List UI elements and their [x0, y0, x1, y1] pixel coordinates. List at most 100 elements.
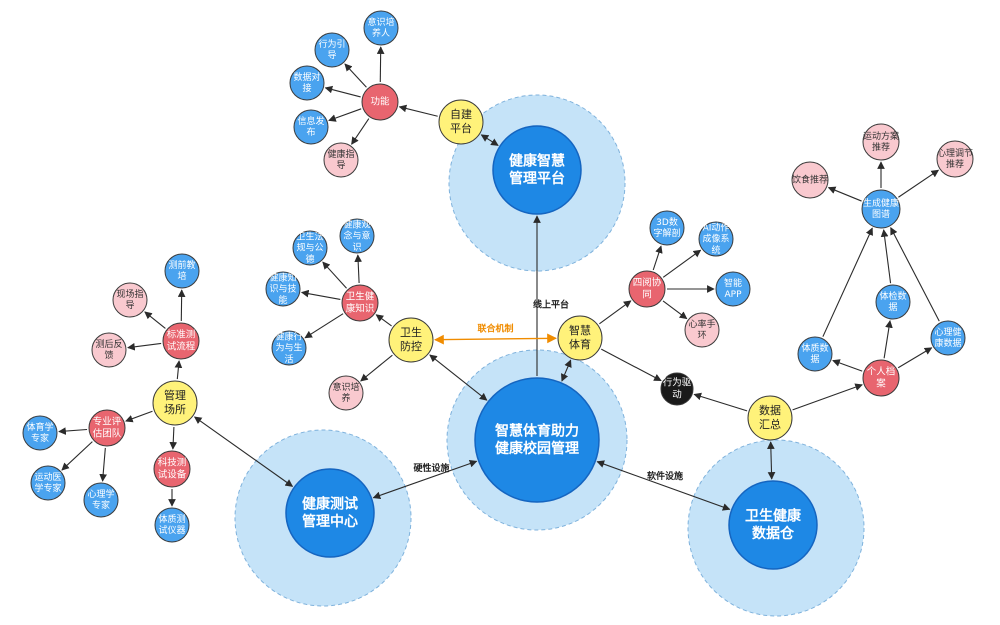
node-label: 运动方案 [863, 130, 899, 142]
node-zhihui: 智慧体育 [557, 315, 603, 361]
node-circle [88, 409, 126, 447]
node-label: 管理平台 [509, 170, 565, 187]
node-circle [153, 450, 191, 488]
node-label: AI动作 [703, 221, 730, 233]
node-label: 试设备 [158, 468, 187, 480]
node-label: 卫生健 [346, 291, 375, 303]
edge-siyue-xinlv [662, 300, 688, 320]
node-circle [152, 380, 198, 426]
node-label: 接 [302, 82, 311, 94]
edge-label: 线上平台 [533, 299, 569, 311]
edge-grda-tjsj [883, 320, 893, 359]
node-label: 德 [305, 253, 314, 265]
edge-guanli-kjcs [169, 426, 178, 450]
edge-shuju-xwqd [693, 392, 748, 412]
node-circle [289, 65, 325, 101]
node-circle [628, 270, 666, 308]
node-label: 体质数 [801, 342, 828, 354]
edge-zypg-tyxzj [58, 427, 88, 435]
node-circle [285, 468, 375, 558]
node-label: 为与生 [275, 342, 302, 354]
edge-siyue-sd [652, 245, 663, 271]
node-label: 健康行 [275, 330, 302, 342]
edge-guanli-bzcs [174, 360, 183, 380]
node-label: 智慧 [569, 323, 591, 337]
node-label: 场所 [164, 402, 186, 416]
node-circle [91, 332, 127, 368]
node-label: 心理学 [87, 488, 114, 500]
edge-label: 联合机制 [477, 323, 513, 335]
node-label: 饮食推荐 [792, 174, 828, 186]
edge-datawarehouse-center [596, 460, 731, 511]
node-circle [875, 284, 911, 320]
node-circle [438, 99, 484, 145]
node-label: 健康测试 [302, 495, 358, 512]
node-label: 规与公 [296, 243, 323, 254]
node-circle [339, 218, 375, 254]
edge-wsjk-jkgn [354, 254, 363, 284]
node-label: 专业评 [93, 416, 122, 428]
edge-shuju-datawarehouse [767, 441, 776, 480]
edge-zypg-xlxzj [99, 447, 107, 482]
node-label: 卫生法 [296, 230, 323, 242]
node-label: 培 [177, 270, 186, 282]
node-circle [323, 142, 359, 178]
node-label: 动 [672, 389, 682, 400]
node-label: 成像系 [702, 233, 729, 245]
node-label: 试仪器 [158, 524, 185, 536]
edge-testcenter-center [372, 459, 478, 500]
node-circle [293, 109, 329, 145]
node-label: 导 [125, 300, 134, 311]
edge-guanli-zypg [125, 410, 153, 423]
node-label: 健康指 [327, 148, 354, 160]
edge-grda-xljk [897, 347, 933, 369]
node-circle [930, 320, 966, 356]
edge-bzcs-xczd [144, 311, 166, 329]
node-label: 功能 [370, 96, 390, 108]
node-label: 体质测 [158, 513, 185, 525]
node-label: 试流程 [167, 340, 196, 352]
node-circle [557, 315, 603, 361]
node-label: 卫生健康 [745, 507, 802, 524]
node-label: 智能 [724, 277, 742, 289]
node-layer: 智慧体育助力健康校园管理健康智慧管理平台健康测试管理中心卫生健康数据仓自建平台卫… [22, 10, 974, 570]
node-label: 布 [306, 126, 315, 138]
node-circle [698, 221, 734, 257]
node-label: 体检数 [879, 290, 906, 302]
edge-shuju-grda [792, 383, 863, 411]
node-label: 环 [697, 330, 706, 341]
node-circle [649, 210, 685, 246]
node-label: 推荐 [872, 141, 890, 153]
node-circle [361, 83, 399, 121]
edge-scjk-ysts [827, 186, 862, 202]
node-label: 活 [284, 353, 293, 365]
node-circle [791, 161, 829, 199]
node-circle [862, 359, 900, 397]
edge-label: 软件设施 [647, 470, 683, 482]
node-label: 生成健康 [863, 197, 899, 209]
edge-tzsj-scjk [822, 227, 873, 337]
edge-wsjk-wsfg [322, 261, 347, 289]
node-label: 康数据 [934, 337, 961, 349]
edge-wsjk-jkzs [300, 289, 341, 300]
node-label: 数据对 [293, 71, 320, 83]
